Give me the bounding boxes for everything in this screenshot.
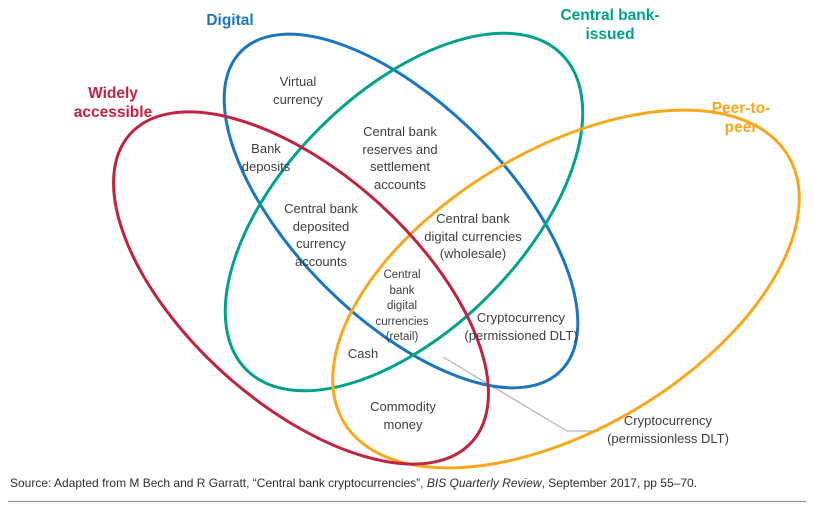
ellipse-central-bank-issued bbox=[223, 31, 585, 393]
region-cryptocurrency-permissioned: Cryptocurrency (permissioned DLT) bbox=[464, 310, 578, 343]
region-bank-deposits: Bank deposits bbox=[241, 141, 291, 174]
region-cryptocurrency-permissionless: Cryptocurrency (permissionless DLT) bbox=[607, 413, 729, 446]
region-virtual-currency: Virtual currency bbox=[273, 74, 323, 107]
bottom-divider bbox=[8, 501, 806, 502]
set-title-central-bank-issued: Central bank- issued bbox=[560, 7, 660, 43]
callout-line bbox=[442, 356, 599, 432]
source-note: Source: Adapted from M Bech and R Garrat… bbox=[10, 476, 697, 490]
set-title-digital: Digital bbox=[206, 12, 254, 29]
ellipse-peer-to-peer bbox=[331, 108, 801, 470]
source-text-suffix: , September 2017, pp 55–70. bbox=[541, 476, 698, 490]
ellipse-digital bbox=[222, 32, 580, 390]
set-title-peer-to-peer: Peer-to-peer bbox=[711, 100, 771, 136]
source-text-italic: BIS Quarterly Review bbox=[426, 476, 542, 490]
source-text-prefix: Source: Adapted from M Bech and R Garrat… bbox=[10, 476, 427, 490]
region-cb-deposited-currency-accounts: Central bank deposited currency accounts bbox=[284, 201, 358, 269]
set-title-widely-accessible: Widely accessible bbox=[73, 85, 153, 121]
region-cbdc-retail: Central bank digital currencies (retail) bbox=[375, 269, 429, 343]
region-commodity-money: Commodity money bbox=[370, 399, 436, 432]
ellipse-widely-accessible bbox=[112, 110, 490, 466]
region-central-bank-reserves: Central bank reserves and settlement acc… bbox=[362, 124, 438, 192]
region-cash: Cash bbox=[347, 346, 379, 361]
region-cbdc-wholesale: Central bank digital currencies (wholesa… bbox=[424, 211, 522, 261]
